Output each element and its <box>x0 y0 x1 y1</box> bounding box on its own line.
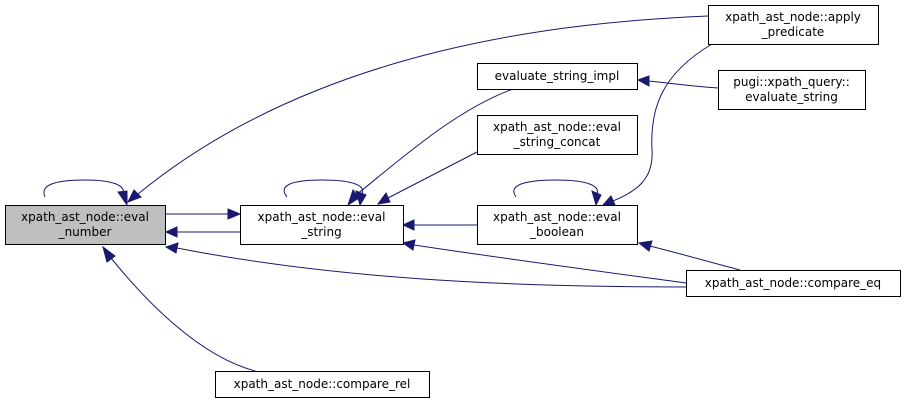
edge-arrowhead <box>591 190 602 207</box>
edge-apply-predicate-to-eval-number <box>126 15 709 203</box>
edge-arrowhead <box>376 192 391 205</box>
edge-arrowhead <box>117 190 128 207</box>
edge-evaluate-string-impl-to-eval-string <box>347 88 514 207</box>
node-eval-string[interactable]: xpath_ast_node::eval_string <box>240 205 404 245</box>
node-label-line: xpath_ast_node::compare_rel <box>234 377 411 391</box>
node-apply-predicate[interactable]: xpath_ast_node::apply_predicate <box>708 5 879 45</box>
edge-eval-boolean-to-eval-string <box>401 219 477 231</box>
edge-eval-string-to-eval-number <box>164 226 240 238</box>
node-box[interactable] <box>240 205 404 245</box>
edge-line <box>283 179 364 198</box>
edge-arrowhead <box>126 189 142 203</box>
edge-compare-eq-to-eval-number <box>164 242 687 288</box>
node-eval-string-concat[interactable]: xpath_ast_node::eval_string_concat <box>477 115 638 155</box>
edge-eval-number-to-eval-number <box>43 179 128 207</box>
edge-line <box>355 88 514 196</box>
edge-compare-eq-to-eval-string <box>401 239 687 284</box>
nodes-layer: xpath_ast_node::eval_numberxpath_ast_nod… <box>5 5 901 398</box>
node-label-line: xpath_ast_node::eval <box>493 210 621 224</box>
edge-arrowhead <box>102 245 116 263</box>
node-box[interactable] <box>477 63 638 90</box>
node-box[interactable] <box>5 205 166 245</box>
edge-arrowhead <box>601 195 616 206</box>
edge-apply-predicate-to-eval-boolean <box>601 43 713 206</box>
node-box[interactable] <box>708 5 879 45</box>
edge-line <box>137 15 709 195</box>
node-compare-eq[interactable]: xpath_ast_node::compare_eq <box>686 270 901 297</box>
node-box[interactable] <box>215 371 430 398</box>
edge-line <box>413 244 687 284</box>
edge-arrowhead <box>401 219 415 231</box>
edge-line <box>387 151 478 199</box>
edge-line <box>43 179 124 198</box>
edge-arrowhead <box>164 242 179 254</box>
edge-compare-eq-to-eval-boolean <box>637 240 741 271</box>
edge-line <box>648 80 719 89</box>
node-label-line: evaluate_string_impl <box>495 69 620 83</box>
edge-line <box>176 247 687 288</box>
node-label-line: xpath_ast_node::eval <box>258 210 386 224</box>
edge-arrowhead <box>227 208 242 220</box>
node-label-line: xpath_ast_node::eval <box>21 210 149 224</box>
node-box[interactable] <box>477 205 638 245</box>
node-label-line: _predicate <box>761 25 825 39</box>
edge-line <box>612 43 713 202</box>
node-query-evaluate-string[interactable]: pugi::xpath_query::evaluate_string <box>718 70 866 110</box>
edge-arrowhead <box>401 239 416 251</box>
edges-layer <box>43 15 741 373</box>
edge-line <box>649 245 741 271</box>
node-label-line: xpath_ast_node::apply <box>725 10 861 24</box>
edge-eval-string-concat-to-eval-string <box>376 151 478 205</box>
node-label-line: pugi::xpath_query:: <box>733 75 850 89</box>
edge-line <box>110 257 260 373</box>
edge-arrowhead <box>636 75 650 87</box>
node-evaluate-string-impl[interactable]: evaluate_string_impl <box>477 63 638 90</box>
node-label-line: _string <box>300 225 341 239</box>
node-box[interactable] <box>718 70 866 110</box>
node-label-line: xpath_ast_node::eval <box>493 120 621 134</box>
node-label-line: _string_concat <box>513 135 601 149</box>
node-box[interactable] <box>686 270 901 297</box>
edge-arrowhead <box>637 240 653 252</box>
node-box[interactable] <box>477 115 638 155</box>
edge-query-evaluate-string-to-evaluate-string-impl <box>636 75 719 89</box>
node-label-line: xpath_ast_node::compare_eq <box>705 276 881 290</box>
edge-line <box>513 179 598 198</box>
node-eval-number[interactable]: xpath_ast_node::eval_number <box>5 205 166 245</box>
node-compare-rel[interactable]: xpath_ast_node::compare_rel <box>215 371 430 398</box>
node-label-line: _boolean <box>529 225 584 239</box>
node-eval-boolean[interactable]: xpath_ast_node::eval_boolean <box>477 205 638 245</box>
edge-eval-number-to-eval-string <box>166 208 242 220</box>
node-label-line: evaluate_string <box>745 90 838 104</box>
edge-compare-rel-to-eval-number <box>102 245 260 373</box>
edge-arrowhead <box>347 188 360 207</box>
node-label-line: _number <box>58 225 112 239</box>
edge-eval-boolean-to-eval-boolean <box>513 179 602 207</box>
edge-arrowhead <box>164 226 178 238</box>
